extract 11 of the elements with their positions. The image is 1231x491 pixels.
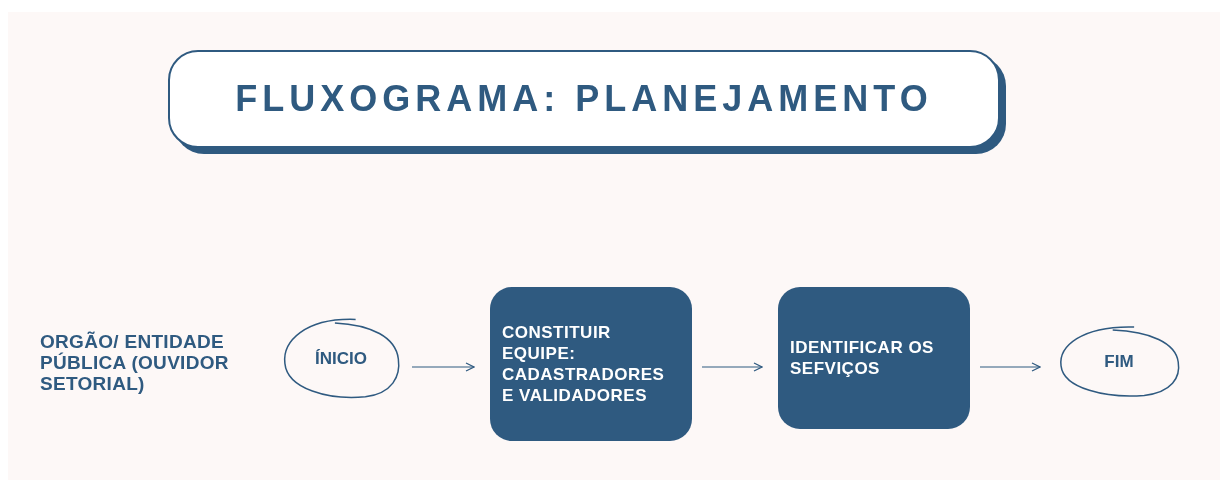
node-label: ORGÃO/ ENTIDADE PÚBLICA (OUVIDOR SETORIAL) bbox=[40, 330, 230, 394]
process-box bbox=[778, 287, 970, 429]
arrow bbox=[979, 362, 1041, 372]
arrow bbox=[701, 362, 763, 372]
node-label: IDENTIFICAR OS SEFVIÇOS bbox=[790, 337, 935, 379]
node-label: ÍNICIO bbox=[315, 349, 367, 369]
title: FLUXOGRAMA: PLANEJAMENTO bbox=[235, 77, 933, 121]
arrow bbox=[411, 362, 475, 372]
process-box bbox=[490, 287, 692, 441]
node-label: CONSTITUIR EQUIPE: CADASTRADORES E VALIDADORES bbox=[502, 322, 666, 406]
node-label: FIM bbox=[1104, 352, 1134, 372]
